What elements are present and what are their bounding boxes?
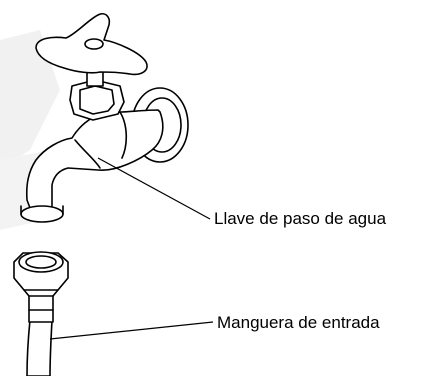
faucet-drawing xyxy=(20,13,189,223)
hose-coupling-inner xyxy=(25,255,57,269)
hose-coupling-rib xyxy=(23,289,59,297)
hose-drawing xyxy=(13,251,69,376)
outlet-nozzle-side xyxy=(20,205,64,215)
hose-ferrule xyxy=(28,295,54,323)
faucet-body-contour xyxy=(74,139,101,169)
handle-hub xyxy=(84,38,104,50)
faucet-body xyxy=(25,109,164,209)
hose-callout-line xyxy=(49,321,214,340)
faucet-callout-line xyxy=(97,157,211,220)
faucet-label: Llave de paso de agua xyxy=(214,209,387,228)
hose-label: Manguera de entrada xyxy=(217,313,380,332)
outlet-nozzle xyxy=(20,205,64,223)
background-shade xyxy=(0,30,60,170)
faucet-body-contour-2 xyxy=(119,111,128,159)
hose-tube xyxy=(26,319,53,376)
